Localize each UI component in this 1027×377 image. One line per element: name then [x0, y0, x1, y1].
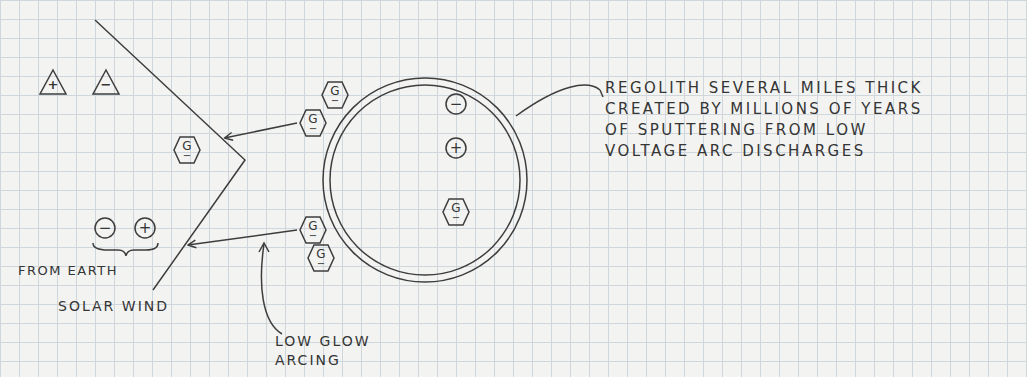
- symbol-letter: G: [316, 248, 325, 260]
- gas-hexagon: G−: [321, 81, 349, 109]
- symbol-content: G−: [307, 244, 335, 272]
- flow-arrow: [188, 230, 297, 248]
- symbol-letter: −: [99, 221, 112, 236]
- charge-circle: −: [94, 217, 116, 239]
- symbol-letter: −: [101, 78, 112, 91]
- symbol-letter: +: [450, 141, 463, 156]
- charge-circle: +: [134, 217, 156, 239]
- symbol-letter: +: [48, 78, 59, 91]
- callout-label: LOW GLOW ARCING: [275, 332, 385, 370]
- brace: [93, 243, 158, 256]
- symbol-content: −: [94, 217, 116, 239]
- symbol-letter: G: [451, 202, 460, 214]
- charge-circle: +: [445, 137, 467, 159]
- symbol-letter: G: [182, 140, 191, 152]
- symbol-letter: G: [308, 220, 317, 232]
- hexagon-outline: [443, 199, 469, 225]
- leader-line: [516, 85, 600, 116]
- triangle-outline: [93, 70, 119, 94]
- charge-circle: −: [445, 93, 467, 115]
- source-label: FROM EARTH: [18, 261, 158, 280]
- symbol-letter: +: [139, 221, 152, 236]
- circle-outline: [446, 94, 466, 114]
- moon-circle: REGOLITH SEVERAL MILES THICK CREATED BY …: [322, 77, 528, 283]
- symbol-content: +: [445, 137, 467, 159]
- hexagon-outline: [322, 82, 348, 108]
- symbol-content: G−: [299, 216, 327, 244]
- ion-triangle: −: [92, 69, 120, 95]
- flow-arrow: [224, 123, 297, 140]
- charge-sign: −: [183, 152, 191, 160]
- symbol-content: G−: [299, 109, 327, 137]
- symbol-content: G−: [321, 81, 349, 109]
- gas-hexagon: G−: [173, 136, 201, 164]
- symbol-content: −: [445, 93, 467, 115]
- node-outline: [10, 18, 250, 298]
- hexagon-outline: [308, 245, 334, 271]
- node-outline: [322, 77, 528, 283]
- leader-arrowhead: [259, 243, 269, 252]
- hexagon-outline: [300, 110, 326, 136]
- symbol-letter: G: [308, 113, 317, 125]
- symbol-content: G−: [173, 136, 201, 164]
- hexagon-outline: [300, 217, 326, 243]
- region-label: SOLAR WIND: [58, 297, 208, 316]
- solar-wind-wedge: SOLAR WIND+−G−−+: [10, 18, 250, 298]
- circle-outline: [446, 138, 466, 158]
- gas-hexagon: G−: [299, 216, 327, 244]
- charge-sign: −: [309, 232, 317, 240]
- callout-text: REGOLITH SEVERAL MILES THICK CREATED BY …: [605, 78, 925, 162]
- hexagon-outline: [174, 137, 200, 163]
- gas-hexagon: G−: [307, 244, 335, 272]
- wedge-outline: [95, 20, 245, 290]
- moon-inner-ring: [330, 85, 520, 275]
- charge-sign: −: [317, 260, 325, 268]
- leader-hook: [600, 90, 603, 97]
- symbol-content: +: [134, 217, 156, 239]
- charge-sign: −: [309, 125, 317, 133]
- symbol-content: +: [39, 69, 67, 95]
- symbol-letter: G: [330, 85, 339, 97]
- charge-sign: −: [452, 214, 460, 222]
- circle-outline: [135, 218, 155, 238]
- gas-hexagon: G−: [442, 198, 470, 226]
- symbol-content: −: [92, 69, 120, 95]
- triangle-outline: [40, 70, 66, 94]
- symbol-content: G−: [442, 198, 470, 226]
- moon-outer-ring: [323, 78, 527, 282]
- ion-triangle: +: [39, 69, 67, 95]
- charge-sign: −: [331, 97, 339, 105]
- circle-outline: [95, 218, 115, 238]
- leader-line: [261, 244, 282, 334]
- symbol-letter: −: [450, 97, 463, 112]
- gas-hexagon: G−: [299, 109, 327, 137]
